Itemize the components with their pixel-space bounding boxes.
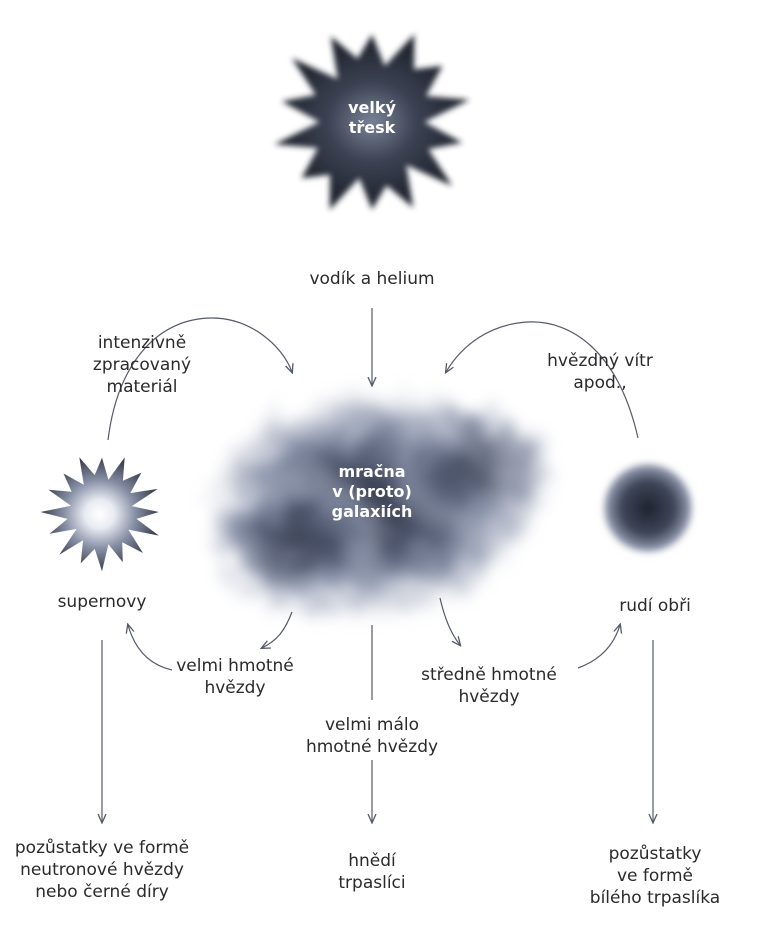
supernovae-label: supernovy: [57, 592, 147, 612]
red-giants-label: rudí obři: [619, 596, 691, 616]
big-bang-burst: [274, 34, 470, 210]
arrow-very-massive-to-supernova: [128, 625, 173, 671]
hydrogen-helium-label: vodík a helium: [309, 269, 435, 289]
supernova-burst: [40, 457, 159, 572]
arrow-supernova-to-cloud: [107, 317, 292, 441]
red-giant-sphere: [600, 460, 696, 556]
arrow-cloud-to-medium: [439, 597, 460, 645]
arrow-cloud-to-very-massive: [262, 611, 293, 648]
flow-arrows: [102, 308, 653, 822]
arrow-giant-to-cloud: [446, 321, 639, 439]
gas-cloud: [202, 387, 560, 623]
arrow-medium-to-giant: [577, 625, 620, 669]
